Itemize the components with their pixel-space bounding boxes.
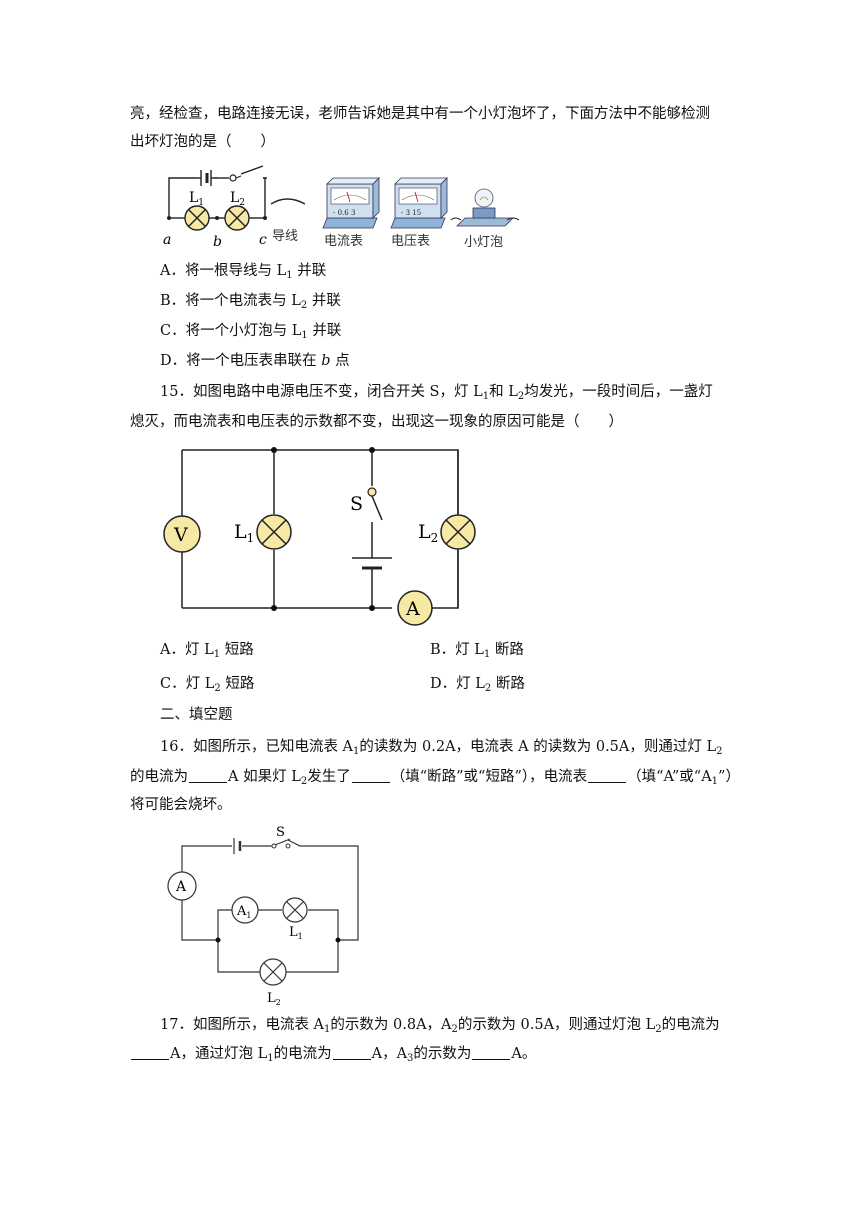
ammeter-icon: - 0.6 3 [322, 177, 380, 229]
q14-circuit-figure: L1 L2 a b c 导线 - 0.6 3 电流表 - 3 [163, 165, 520, 250]
q14-option-b: B．将一个电流表与 L2 并联 [160, 293, 341, 311]
svg-text:S: S [350, 493, 363, 515]
q15-bulb-l1 [256, 514, 292, 550]
q16-blank-3[interactable] [588, 768, 627, 783]
q15-option-a: A．灯 L1 短路 [160, 642, 254, 660]
svg-text:b: b [213, 234, 222, 250]
svg-text:L1: L1 [189, 190, 204, 208]
q14-option-a: A．将一根导线与 L1 并联 [160, 263, 327, 281]
q16-ammeter-a1: A1 [231, 896, 259, 924]
svg-text:A: A [405, 598, 420, 620]
q17-blank-3[interactable] [472, 1045, 511, 1060]
q14-option-d: D．将一个电压表串联在 b 点 [160, 353, 350, 369]
q16-text-line1: 16．如图所示，已知电流表 A1的读数为 0.2A，电流表 A 的读数为 0.5… [160, 739, 723, 757]
svg-text:S: S [276, 825, 285, 840]
q15-option-b: B．灯 L1 断路 [430, 642, 524, 660]
svg-text:导线: 导线 [272, 229, 298, 244]
q16-bulb-l2 [259, 958, 287, 986]
svg-text:L2: L2 [418, 521, 438, 545]
q16-blank-2[interactable] [351, 768, 390, 783]
svg-text:L2: L2 [230, 190, 245, 208]
q15-circuit-figure: S V L1 L2 A [163, 447, 476, 626]
svg-text:- 3 15: - 3 15 [401, 209, 421, 217]
q14-option-c: C．将一个小灯泡与 L1 并联 [160, 323, 342, 341]
svg-text:L2: L2 [267, 991, 281, 1007]
svg-text:电流表: 电流表 [324, 234, 363, 249]
ammeter-symbol: A [397, 590, 433, 626]
svg-text:- 0.6 3: - 0.6 3 [333, 209, 355, 217]
q15-text-line2: 熄灭，而电流表和电压表的示数都不变，出现这一现象的原因可能是（ ） [130, 414, 623, 430]
q16-circuit-figure: S A A1 L1 L2 [167, 825, 359, 1007]
svg-text:L1: L1 [234, 521, 254, 545]
voltmeter-symbol: V [163, 515, 201, 553]
q14-bulb-l1 [184, 205, 210, 231]
q16-bulb-l1 [282, 897, 308, 923]
svg-text:L1: L1 [289, 925, 303, 941]
q16-blank-1[interactable] [189, 768, 227, 783]
svg-text:小灯泡: 小灯泡 [464, 235, 503, 250]
q15-option-c: C．灯 L2 短路 [160, 676, 255, 694]
voltmeter-icon: - 3 15 [390, 177, 448, 229]
section-title: 二、填空题 [160, 707, 233, 723]
q15-text-line1: 15．如图电路中电源电压不变，闭合开关 S，灯 L1和 L2均发光，一段时间后，… [160, 384, 713, 402]
svg-text:a: a [163, 232, 171, 248]
svg-text:c: c [259, 232, 267, 248]
q15-option-d: D．灯 L2 断路 [430, 676, 525, 694]
q14-bulb-l2 [224, 205, 250, 231]
q17-blank-1[interactable] [131, 1045, 169, 1060]
q14-text-line1: 亮，经检查，电路连接无误，老师告诉她是其中有一个小灯泡坏了，下面方法中不能够检测 [130, 106, 710, 122]
q16-text-line3: 将可能会烧坏。 [130, 797, 232, 813]
q15-bulb-l2 [440, 514, 476, 550]
small-bulb-icon [450, 188, 520, 227]
svg-text:V: V [173, 524, 188, 546]
q14-text-line2: 出坏灯泡的是（ ） [130, 134, 275, 150]
svg-text:A1: A1 [236, 904, 251, 920]
svg-text:A: A [175, 879, 187, 895]
q17-blank-2[interactable] [332, 1045, 371, 1060]
q16-ammeter-a: A [167, 871, 197, 901]
wire-icon [270, 198, 306, 205]
svg-text:电压表: 电压表 [391, 234, 430, 249]
q17-text-line1: 17．如图所示，电流表 A1的示数为 0.8A，A2的示数为 0.5A，则通过灯… [160, 1017, 720, 1035]
